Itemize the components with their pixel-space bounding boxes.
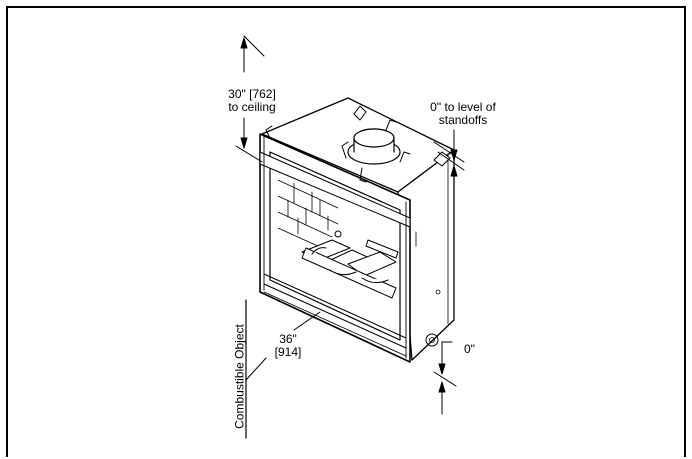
base-trim-3 [263,291,407,357]
side-fitting [425,333,439,347]
fireplace-clearance-diagram [235,35,465,439]
standoff-clearance-label: 0" to level of standoffs [408,101,518,127]
side-clearance-dimension [433,341,457,415]
standoff-right [433,151,451,167]
combustible-object-label: Combustible Object [232,324,247,429]
ceiling-clearance-label: 30" [762] to ceiling [204,88,300,114]
standoff-clearance-line2: standoffs [438,113,488,127]
width-dimension [293,311,321,331]
width-label: 36" [914] [258,333,318,359]
base-trim-1 [263,273,407,339]
standoff-clearance-line1: 0" to level of [430,100,496,114]
base-trim-2 [263,283,407,349]
width-label-line1: 36" [279,332,297,346]
fireplace-unit [259,97,455,363]
combustible-leader [245,357,267,381]
ceiling-clearance-line2: to ceiling [228,100,276,114]
flue-collar [347,128,401,165]
log-set [301,230,399,299]
ceiling-clearance-line1: 30" [762] [228,87,276,101]
standoff-left [353,105,367,121]
standoff-dimension [433,129,465,319]
brick-wall [277,179,339,248]
side-clearance-label: 0" [464,342,475,356]
diagram-frame: 30" [762] to ceiling 0" to level of stan… [6,6,686,457]
ceiling-dimension [235,35,265,163]
hood-band [259,151,411,228]
width-label-line2: [914] [274,345,302,359]
